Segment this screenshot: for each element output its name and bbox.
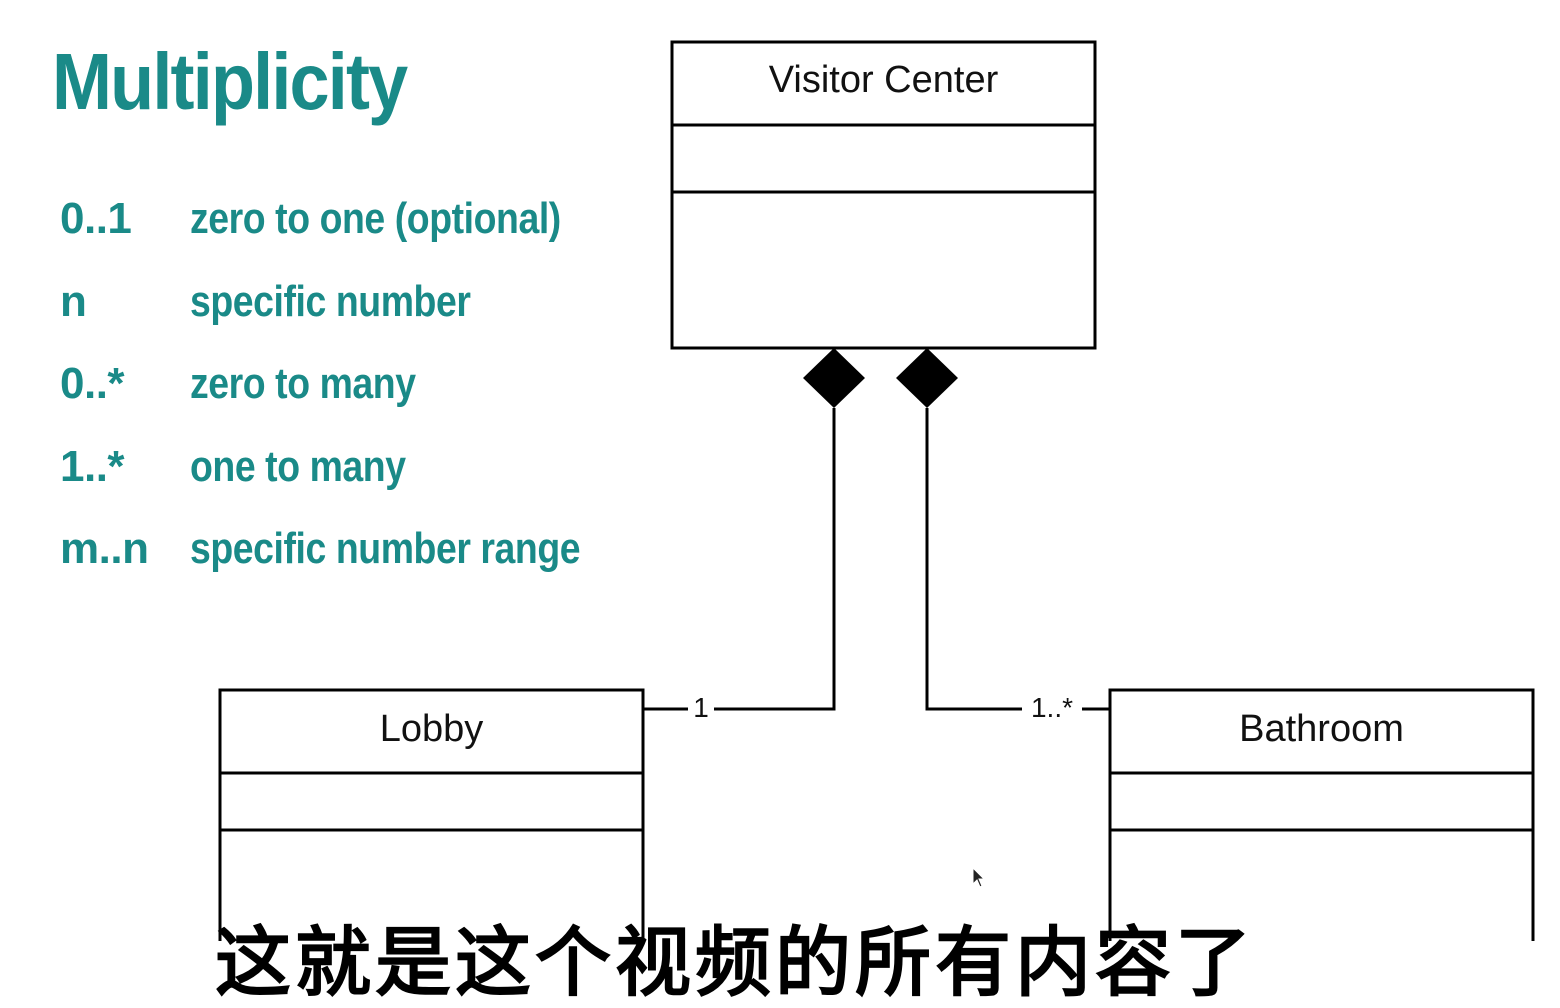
class-box bbox=[670, 40, 1097, 350]
composition-lobby: 1 bbox=[643, 348, 865, 723]
legend-row: 1..* one to many bbox=[60, 426, 649, 509]
class-name: Bathroom bbox=[1239, 708, 1404, 750]
video-subtitle: 这就是这个视频的所有内容了 bbox=[215, 918, 1255, 1007]
class-name: Visitor Center bbox=[769, 59, 999, 101]
legend-description: zero to many bbox=[190, 359, 416, 409]
legend-symbol: m..n bbox=[60, 524, 149, 574]
multiplicity-label: 1 bbox=[693, 692, 709, 723]
legend-description: specific number range bbox=[190, 524, 581, 574]
legend-symbol: 0..* bbox=[60, 359, 125, 409]
composition-diamond bbox=[803, 348, 865, 408]
legend-row: 0..1 zero to one (optional) bbox=[60, 178, 649, 261]
composition-bathroom: 1..* bbox=[896, 348, 1110, 723]
label-background bbox=[1022, 692, 1082, 722]
mouse-cursor-icon bbox=[972, 866, 986, 888]
legend-description: one to many bbox=[190, 441, 406, 491]
legend-row: 0..* zero to many bbox=[60, 343, 649, 426]
label-background bbox=[688, 692, 714, 722]
composition-diamond bbox=[896, 348, 958, 408]
legend-row: n specific number bbox=[60, 261, 649, 344]
legend-description: specific number bbox=[190, 276, 471, 326]
multiplicity-legend: 0..1 zero to one (optional) n specific n… bbox=[60, 178, 649, 591]
slide-title: Multiplicity bbox=[52, 37, 408, 126]
association-line bbox=[643, 408, 836, 711]
class-box bbox=[1108, 688, 1535, 941]
legend-row: m..n specific number range bbox=[60, 508, 649, 591]
legend-symbol: n bbox=[60, 276, 87, 326]
legend-description: zero to one (optional) bbox=[190, 194, 561, 244]
class-box bbox=[218, 688, 645, 941]
legend-symbol: 1..* bbox=[60, 441, 125, 491]
class-bathroom: Bathroom bbox=[1108, 688, 1535, 941]
multiplicity-label: 1..* bbox=[1031, 692, 1073, 723]
legend-symbol: 0..1 bbox=[60, 194, 132, 244]
class-lobby: Lobby bbox=[218, 688, 645, 941]
uml-class-diagram: Visitor Center Lobby Bathroom 1 1..* bbox=[218, 40, 1535, 941]
association-line bbox=[925, 408, 1110, 711]
class-visitor-center: Visitor Center bbox=[670, 40, 1097, 350]
class-name: Lobby bbox=[380, 708, 484, 750]
